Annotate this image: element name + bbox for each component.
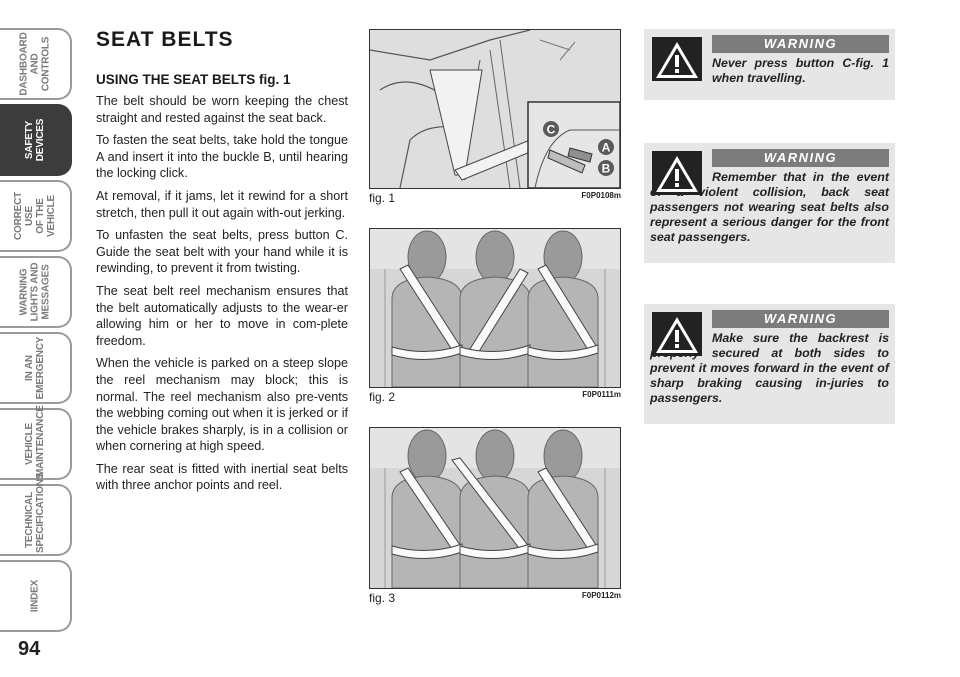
tab-safety-devices[interactable]: SAFETY DEVICES [0,104,72,176]
tab-label: IN AN EMERGENCY [24,336,46,400]
callout-c: C [547,123,556,137]
callout-a: A [602,141,611,155]
figure-caption: fig. 1 F0P0108m [369,191,621,207]
figure-code: F0P0111m [582,390,621,399]
warning-heading: WARNING [712,310,889,328]
warning-heading: WARNING [712,35,889,53]
figure-3: fig. 3 F0P0112m [369,427,621,607]
seat-belt-buckle-illustration: C A B [369,29,621,189]
tab-vehicle-maintenance[interactable]: VEHICLE MAINTENANCE [0,405,72,480]
rear-seat-belts-drawing-2 [370,229,620,387]
warning-text: Make sure the backrest is properly secur… [650,331,889,405]
figure-label: fig. 3 [369,591,396,605]
callout-b-marker [598,160,614,176]
page-title: SEAT BELTS [96,28,234,51]
tab-in-an-emergency[interactable]: IN AN EMERGENCY [0,332,72,404]
section-subtitle: USING THE SEAT BELTS fig. 1 [96,72,291,87]
tab-label: IINDEX [29,579,41,613]
figure-label: fig. 2 [369,390,396,404]
figure-label: fig. 1 [369,191,396,205]
rear-seat-belts-illustration-3 [369,427,621,589]
tab-label: TECHNICAL SPECIFICATIONS [24,472,46,553]
warning-triangle-icon [652,312,702,356]
tab-label: WARNING LIGHTS AND MESSAGES [18,262,52,322]
callout-b: B [602,162,611,176]
warning-text: Remember that in the event of a violent … [650,170,889,244]
paragraph: To fasten the seat belts, take hold the … [96,133,348,181]
main-text-column: SEAT BELTS USING THE SEAT BELTS fig. 1 T… [96,28,348,500]
paragraph: When the vehicle is parked on a steep sl… [96,356,348,454]
figure-code: F0P0108m [581,191,621,200]
tab-dashboard-and-controls[interactable]: DASHBOARD AND CONTROLS [0,28,72,100]
callout-a-marker [598,139,614,155]
rear-seat-belts-drawing-3 [370,428,620,588]
figure-1: C A B fig. 1 F0P0108m [369,29,621,207]
callout-c-marker [543,121,559,137]
warning-triangle-icon [652,37,702,81]
tab-label: SAFETY DEVICES [24,118,46,162]
paragraph: The seat belt reel mechanism ensures tha… [96,283,348,348]
tab-index[interactable]: IINDEX [0,560,72,632]
figure-caption: fig. 2 F0P0111m [369,390,621,406]
paragraph: The rear seat is fitted with inertial se… [96,461,348,493]
tab-correct-use[interactable]: CORRECT USE OF THE VEHICLE [0,180,72,252]
tab-label: VEHICLE MAINTENANCE [24,405,46,477]
seat-belt-buckle-drawing: C A B [370,30,620,188]
warning-box: WARNING Remember that in the event of a … [644,143,895,263]
warning-triangle-icon [652,151,702,195]
rear-seat-belts-illustration-2 [369,228,621,388]
tab-label: CORRECT USE OF THE VEHICLE [13,191,57,241]
warning-box: WARNING Never press button C-fig. 1 when… [644,29,895,100]
tab-label: DASHBOARD AND CONTROLS [18,32,52,96]
tab-warning-lights[interactable]: WARNING LIGHTS AND MESSAGES [0,256,72,328]
paragraph: To unfasten the seat belts, press button… [96,228,348,276]
figure-2: fig. 2 F0P0111m [369,228,621,406]
warning-heading: WARNING [712,149,889,167]
paragraph: At removal, if it jams, let it rewind fo… [96,188,348,220]
warning-text: Never press button C-fig. 1 when travell… [712,56,889,85]
figure-caption: fig. 3 F0P0112m [369,591,621,607]
page-number: 94 [18,638,41,660]
paragraph: The belt should be worn keeping the ches… [96,94,348,125]
warning-box: WARNING Make sure the backrest is proper… [644,304,895,424]
figure-code: F0P0112m [581,591,621,600]
tab-technical-specifications[interactable]: TECHNICAL SPECIFICATIONS [0,472,72,556]
